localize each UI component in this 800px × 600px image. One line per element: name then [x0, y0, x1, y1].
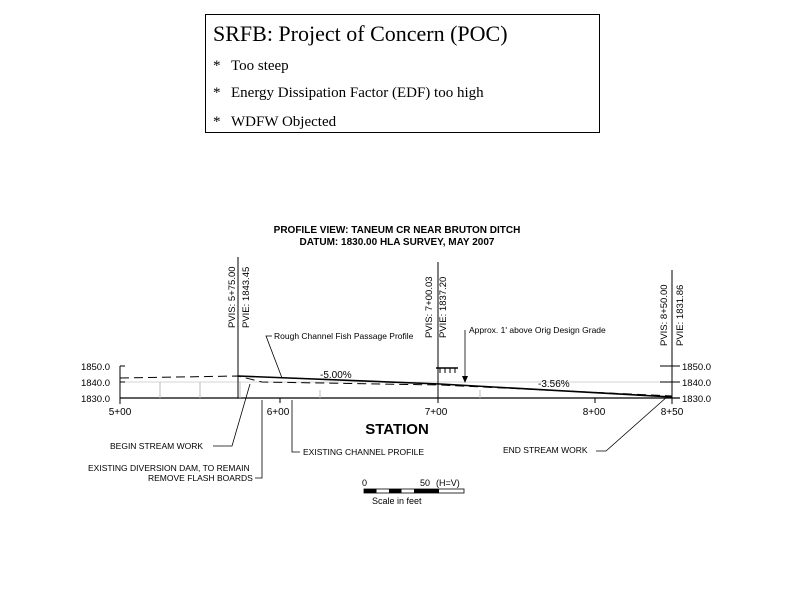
approx-arrowhead [462, 376, 468, 383]
poc-title: SRFB: Project of Concern (POC) [213, 21, 508, 46]
scale-caption: Scale in feet [372, 496, 422, 506]
diversion-leader [255, 400, 263, 479]
pvis-2-elevation: PVIE: 1837.20 [438, 277, 449, 338]
station-700: 7+00 [425, 407, 448, 418]
existing-profile-label: EXISTING CHANNEL PROFILE [303, 447, 424, 457]
elev-1840-right: 1840.0 [682, 378, 711, 389]
pvis-3-elevation: PVIE: 1831.86 [675, 285, 686, 346]
design-profile [237, 375, 673, 398]
profile-datum: DATUM: 1830.00 HLA SURVEY, MAY 2007 [300, 237, 495, 248]
elev-1850-left: 1850.0 [81, 362, 110, 373]
bullet-star: * [213, 114, 221, 130]
station-600: 6+00 [267, 407, 290, 418]
leaders [213, 330, 669, 479]
poc-box: SRFB: Project of Concern (POC) * Too stee… [205, 14, 600, 133]
begin-label: BEGIN STREAM WORK [110, 441, 203, 451]
bullet-star: * [213, 85, 221, 101]
slope-label-1: -5.00% [320, 370, 352, 381]
diversion-label-2: REMOVE FLASH BOARDS [148, 473, 253, 483]
pvi-lines [237, 257, 673, 398]
elev-1840-left: 1840.0 [81, 378, 110, 389]
station-500: 5+00 [109, 407, 132, 418]
diversion-label-1: EXISTING DIVERSION DAM, TO REMAIN [88, 463, 250, 473]
scale-bar [363, 488, 465, 494]
bullet-star: * [213, 58, 221, 74]
scale-bar-segment [364, 489, 377, 493]
poc-item-text: Too steep [231, 58, 289, 74]
scale-fifty: 50 [420, 478, 430, 488]
end-leader [596, 395, 669, 452]
scale-zero: 0 [362, 478, 367, 488]
elev-1830-left: 1830.0 [81, 394, 110, 405]
slope-label-2: -3.56% [538, 379, 570, 390]
pvis-3-station: PVIS: 8+50.00 [659, 284, 670, 346]
scale-bar-segment [414, 489, 439, 493]
elev-1830-right: 1830.0 [682, 394, 711, 405]
poc-item-edf: * Energy Dissipation Factor (EDF) too hig… [213, 85, 484, 102]
begin-leader [213, 383, 251, 447]
elev-1850-right: 1850.0 [682, 362, 711, 373]
station-800: 8+00 [583, 407, 606, 418]
rough-channel-label: Rough Channel Fish Passage Profile [274, 331, 414, 341]
poc-item-wdfw: * WDFW Objected [213, 114, 336, 131]
profile-title: PROFILE VIEW: TANEUM CR NEAR BRUTON DITC… [274, 225, 521, 236]
rough-channel-leader [265, 335, 283, 379]
scale-unit: (H=V) [436, 478, 460, 488]
scale-bar-segment [389, 489, 402, 493]
pvis-2-station: PVIS: 7+00.03 [424, 276, 435, 338]
pvis-1-elevation: PVIE: 1843.45 [241, 267, 252, 328]
end-label: END STREAM WORK [503, 445, 588, 455]
pvis-1-station: PVIS: 5+75.00 [227, 266, 238, 328]
poc-item-steep: * Too steep [213, 58, 289, 75]
poc-item-text: Energy Dissipation Factor (EDF) too high [231, 85, 484, 101]
station-850: 8+50 [661, 407, 684, 418]
existing-profile-leader [291, 400, 300, 453]
station-axis-label: STATION [365, 421, 429, 438]
grade-marker [436, 367, 458, 373]
poc-item-text: WDFW Objected [231, 114, 337, 130]
approx-label: Approx. 1' above Orig Design Grade [469, 325, 606, 335]
